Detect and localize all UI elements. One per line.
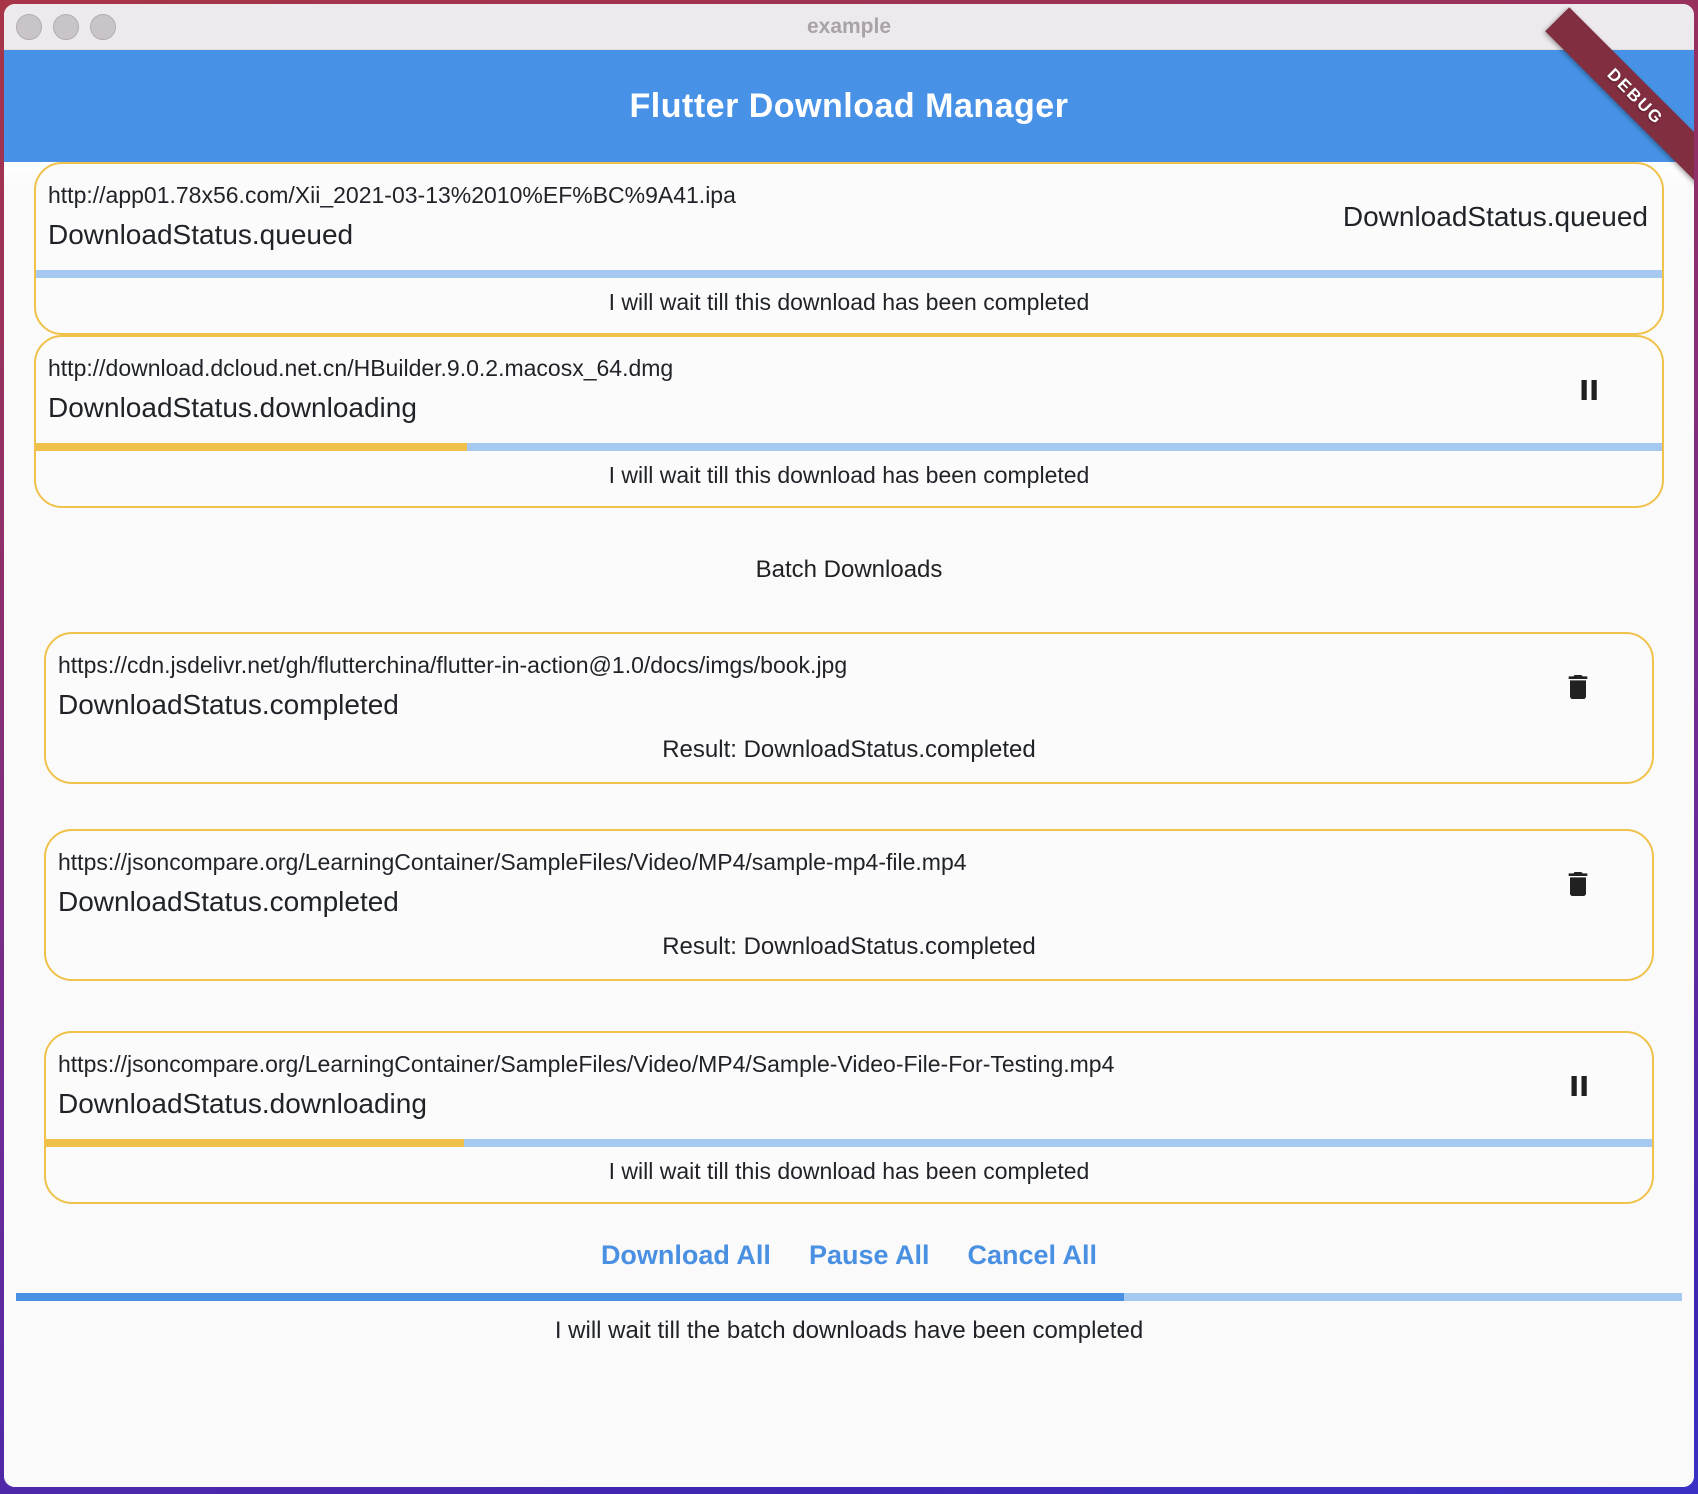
progress-fill — [46, 1139, 464, 1147]
download-all-button[interactable]: Download All — [599, 1234, 773, 1277]
main-content: http://app01.78x56.com/Xii_2021-03-13%20… — [4, 162, 1694, 1487]
batch-download-card-downloading: https://jsoncompare.org/LearningContaine… — [44, 1031, 1654, 1204]
pause-all-button[interactable]: Pause All — [807, 1234, 932, 1277]
download-tile: https://jsoncompare.org/LearningContaine… — [46, 831, 1652, 923]
progress-bar — [46, 1139, 1652, 1147]
batch-progress-bar — [16, 1293, 1682, 1301]
app-window: example Flutter Download Manager DEBUG h… — [4, 4, 1694, 1487]
download-message: I will wait till this download has been … — [608, 289, 1090, 315]
pause-button[interactable] — [1574, 374, 1604, 406]
progress-fill — [36, 443, 467, 451]
window-titlebar[interactable]: example — [4, 4, 1694, 50]
download-tile: https://cdn.jsdelivr.net/gh/flutterchina… — [46, 634, 1652, 726]
download-tile: https://jsoncompare.org/LearningContaine… — [46, 1033, 1652, 1125]
download-tile: http://download.dcloud.net.cn/HBuilder.9… — [36, 337, 1662, 429]
download-message: I will wait till this download has been … — [608, 462, 1090, 488]
app-bar: Flutter Download Manager — [4, 50, 1694, 162]
maximize-button[interactable] — [90, 13, 116, 40]
close-button[interactable] — [16, 13, 42, 40]
cancel-all-button[interactable]: Cancel All — [966, 1234, 1100, 1277]
pause-icon — [1581, 380, 1597, 400]
batch-downloads-heading: Batch Downloads — [755, 556, 943, 583]
download-status: DownloadStatus.queued — [48, 219, 354, 250]
batch-download-card-completed: https://cdn.jsdelivr.net/gh/flutterchina… — [44, 632, 1654, 784]
download-card-downloading: http://download.dcloud.net.cn/HBuilder.9… — [34, 335, 1664, 508]
pause-icon — [1571, 1076, 1587, 1096]
pause-button[interactable] — [1564, 1070, 1594, 1102]
download-card-queued: http://app01.78x56.com/Xii_2021-03-13%20… — [34, 162, 1664, 335]
progress-bar — [36, 270, 1662, 278]
batch-progress-fill — [16, 1293, 1124, 1301]
progress-bar — [36, 443, 1662, 451]
window-title: example — [806, 14, 892, 38]
download-url: https://jsoncompare.org/LearningContaine… — [58, 1051, 1115, 1077]
download-status: DownloadStatus.downloading — [48, 392, 417, 423]
download-status-trailing: DownloadStatus.queued — [1342, 201, 1648, 232]
download-result: Result: DownloadStatus.completed — [662, 736, 1036, 763]
download-url: https://jsoncompare.org/LearningContaine… — [58, 849, 967, 875]
download-message: I will wait till this download has been … — [608, 1158, 1090, 1184]
batch-actions: Download All Pause All Cancel All — [4, 1234, 1694, 1277]
download-status: DownloadStatus.completed — [58, 886, 399, 917]
download-tile: http://app01.78x56.com/Xii_2021-03-13%20… — [36, 164, 1662, 256]
page-title: Flutter Download Manager — [629, 86, 1069, 125]
delete-button[interactable] — [1562, 868, 1594, 900]
minimize-button[interactable] — [53, 13, 79, 40]
batch-message: I will wait till the batch downloads hav… — [554, 1317, 1144, 1344]
download-status: DownloadStatus.completed — [58, 689, 399, 720]
traffic-lights — [16, 13, 116, 40]
delete-button[interactable] — [1562, 671, 1594, 703]
trash-icon — [1568, 872, 1588, 896]
download-result: Result: DownloadStatus.completed — [662, 933, 1036, 960]
trash-icon — [1568, 675, 1588, 699]
download-url: http://download.dcloud.net.cn/HBuilder.9… — [48, 355, 674, 381]
batch-download-card-completed: https://jsoncompare.org/LearningContaine… — [44, 829, 1654, 981]
download-status: DownloadStatus.downloading — [58, 1088, 427, 1119]
download-url: https://cdn.jsdelivr.net/gh/flutterchina… — [58, 652, 848, 678]
download-url: http://app01.78x56.com/Xii_2021-03-13%20… — [48, 182, 736, 208]
